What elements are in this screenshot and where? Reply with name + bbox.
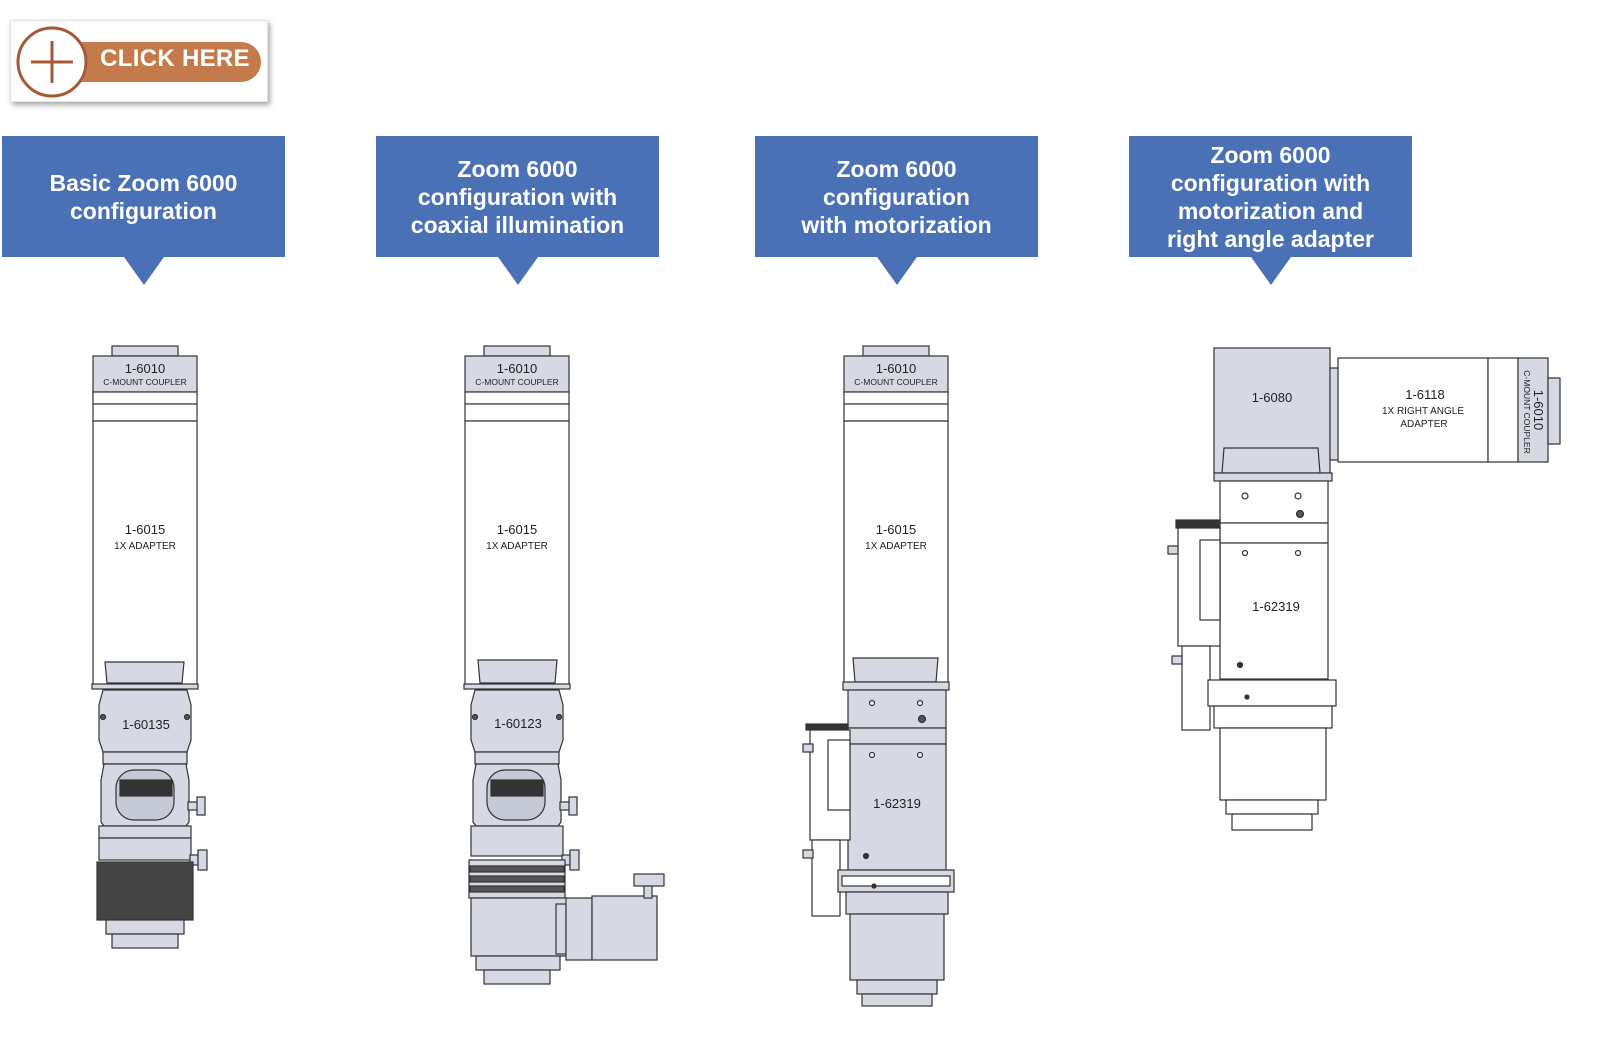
- callout-motorization: Zoom 6000 configuration with motorizatio…: [755, 136, 1038, 285]
- config2-coupler-desc: C-MOUNT COUPLER: [475, 377, 558, 387]
- config1-adapter-part: 1-6015: [125, 522, 165, 537]
- config4-coupler-part: 1-6010: [1531, 390, 1546, 430]
- config3-coupler-part: 1-6010: [876, 361, 916, 376]
- click-here-button[interactable]: CLICK HERE: [10, 20, 268, 102]
- callout-right-angle-text: Zoom 6000 configuration with motorizatio…: [1166, 141, 1375, 252]
- config4-coupler-desc: C-MOUNT COUPLER: [1522, 370, 1532, 453]
- config1-lower-part: 1-60135: [122, 717, 170, 732]
- config-motorization-diagram: [802, 345, 955, 1007]
- config2-lower-part: 1-60123: [494, 716, 542, 731]
- click-here-label: CLICK HERE: [100, 45, 250, 72]
- config4-motor-part: 1-62319: [1252, 599, 1300, 614]
- callout-basic: Basic Zoom 6000 configuration: [2, 136, 285, 285]
- config1-coupler-part: 1-6010: [125, 361, 165, 376]
- config4-rightangle-part: 1-6118: [1405, 387, 1445, 402]
- config4-block-part: 1-6080: [1252, 390, 1292, 405]
- callout-coaxial-text: Zoom 6000 configuration with coaxial ill…: [410, 155, 625, 238]
- config4-rightangle-desc2: ADAPTER: [1400, 419, 1447, 430]
- config-right-angle-diagram: [1167, 347, 1561, 831]
- config-basic-diagram: [91, 345, 208, 949]
- config1-coupler-desc: C-MOUNT COUPLER: [103, 377, 186, 387]
- config3-adapter-part: 1-6015: [876, 522, 916, 537]
- config-coaxial-diagram: [463, 345, 665, 985]
- config2-adapter-part: 1-6015: [497, 522, 537, 537]
- callout-coaxial: Zoom 6000 configuration with coaxial ill…: [376, 136, 659, 285]
- config2-adapter-desc: 1X ADAPTER: [486, 541, 548, 552]
- callout-right-angle: Zoom 6000 configuration with motorizatio…: [1129, 136, 1412, 285]
- config1-adapter-desc: 1X ADAPTER: [114, 541, 176, 552]
- plus-circle-icon: [16, 26, 261, 98]
- callout-motorization-text: Zoom 6000 configuration with motorizatio…: [801, 155, 992, 238]
- config3-coupler-desc: C-MOUNT COUPLER: [854, 377, 937, 387]
- config2-coupler-part: 1-6010: [497, 361, 537, 376]
- config3-motor-part: 1-62319: [873, 796, 921, 811]
- config3-adapter-desc: 1X ADAPTER: [865, 541, 927, 552]
- config4-rightangle-desc1: 1X RIGHT ANGLE: [1382, 406, 1464, 417]
- callout-basic-text: Basic Zoom 6000 configuration: [49, 169, 238, 224]
